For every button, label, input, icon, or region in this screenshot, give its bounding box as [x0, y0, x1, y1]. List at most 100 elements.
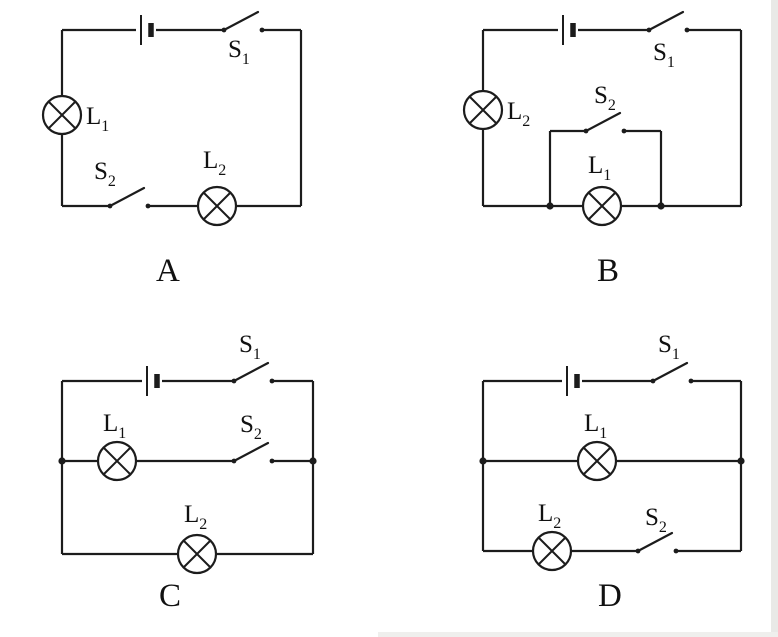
- switch-s2-label: S2: [240, 411, 262, 443]
- switch-s2-label: S2: [594, 82, 616, 114]
- switch-contact: [259, 27, 265, 33]
- label-sub: 2: [553, 515, 561, 532]
- switch-contact: [583, 128, 589, 134]
- lamp-l1-label: L1: [86, 103, 109, 135]
- switch-blade: [647, 10, 685, 32]
- circuit-a-wires: [60, 28, 303, 208]
- lamp-l2: [196, 185, 238, 227]
- switch-s1: [221, 10, 265, 33]
- switch-s2-label: S2: [645, 504, 667, 536]
- lamp-l1: [96, 440, 138, 482]
- option-a-letter: A: [156, 253, 180, 289]
- lamp-circle: [196, 185, 238, 227]
- circuit-option-a: S1 L1 S2 L2 A: [41, 10, 303, 289]
- label-base: L: [507, 98, 522, 125]
- circuit-option-b: S1 L2 S2 L1 B: [462, 10, 743, 289]
- lamp-cross-icon: [103, 447, 131, 475]
- label-base: S: [594, 82, 608, 109]
- battery-symbol: [140, 15, 154, 45]
- switch-s1-label: S1: [653, 39, 675, 71]
- label-sub: 2: [199, 516, 207, 533]
- switch-s2-label: S2: [94, 158, 116, 190]
- option-d-letter: D: [598, 578, 622, 614]
- label-sub: 1: [667, 54, 675, 71]
- circuit-option-c: S1 L1 S2 L2 C: [58, 331, 317, 614]
- label-sub: 1: [672, 346, 680, 363]
- label-base: L: [203, 147, 218, 174]
- label-sub: 2: [218, 162, 226, 179]
- label-base: S: [239, 331, 253, 358]
- switch-s1: [646, 10, 690, 33]
- switch-s2: [107, 186, 151, 209]
- lamp-cross-icon: [203, 192, 231, 220]
- lamp-circle: [96, 440, 138, 482]
- switch-s2: [635, 531, 679, 554]
- lamp-l1-label: L1: [588, 152, 611, 184]
- switch-contact: [688, 378, 694, 384]
- switch-contact: [621, 128, 627, 134]
- label-base: S: [94, 158, 108, 185]
- switch-contact: [635, 548, 641, 554]
- label-sub: 1: [603, 167, 611, 184]
- switch-blade: [651, 361, 689, 383]
- lamp-circle: [576, 440, 618, 482]
- scan-edge-shadow-bottom: [378, 632, 778, 637]
- switch-blade: [584, 111, 622, 133]
- switch-s1-label: S1: [228, 36, 250, 68]
- lamp-l2: [531, 530, 573, 572]
- switch-contact: [107, 203, 113, 209]
- switch-blade: [222, 10, 260, 32]
- switch-s1-label: S1: [658, 331, 680, 363]
- lamp-cross-icon: [48, 101, 76, 129]
- lamp-l2: [462, 89, 504, 131]
- switch-s2: [231, 441, 275, 464]
- switch-s1: [650, 361, 694, 384]
- switch-s1-label: S1: [239, 331, 261, 363]
- lamp-l1-label: L1: [584, 410, 607, 442]
- switch-s1: [231, 361, 275, 384]
- battery-symbol: [566, 366, 580, 396]
- battery-symbol: [562, 15, 576, 45]
- circuit-d-wires: [481, 379, 743, 553]
- label-sub: 1: [242, 51, 250, 68]
- lamp-l1: [581, 185, 623, 227]
- switch-contact: [269, 378, 275, 384]
- switch-blade: [232, 361, 270, 383]
- switch-contact: [231, 378, 237, 384]
- lamp-cross-icon: [183, 540, 211, 568]
- label-sub: 1: [101, 118, 109, 135]
- switch-contact: [646, 27, 652, 33]
- lamp-l2-label: L2: [507, 98, 530, 130]
- switch-contact: [673, 548, 679, 554]
- label-sub: 2: [522, 113, 530, 130]
- label-sub: 1: [253, 346, 261, 363]
- label-base: L: [86, 103, 101, 130]
- junction-dot: [737, 457, 745, 465]
- switch-blade: [636, 531, 674, 553]
- switch-contact: [221, 27, 227, 33]
- lamp-circle: [176, 533, 218, 575]
- lamp-circle: [531, 530, 573, 572]
- junction-dot: [657, 202, 665, 210]
- label-base: S: [228, 36, 242, 63]
- switch-blade: [108, 186, 146, 208]
- lamp-l1-label: L1: [103, 410, 126, 442]
- lamp-cross-icon: [583, 447, 611, 475]
- lamp-l2: [176, 533, 218, 575]
- label-sub: 2: [608, 97, 616, 114]
- label-sub: 2: [108, 173, 116, 190]
- junction-dot: [58, 457, 66, 465]
- lamp-cross-icon: [588, 192, 616, 220]
- circuit-c-wires: [60, 379, 315, 556]
- lamp-cross-icon: [469, 96, 497, 124]
- label-sub: 2: [659, 519, 667, 536]
- battery-symbol: [146, 366, 160, 396]
- label-sub: 2: [254, 426, 262, 443]
- switch-blade: [232, 441, 270, 463]
- scan-edge-shadow-right: [771, 0, 778, 637]
- junction-dot: [546, 202, 554, 210]
- label-base: L: [584, 410, 599, 437]
- option-c-letter: C: [159, 578, 181, 614]
